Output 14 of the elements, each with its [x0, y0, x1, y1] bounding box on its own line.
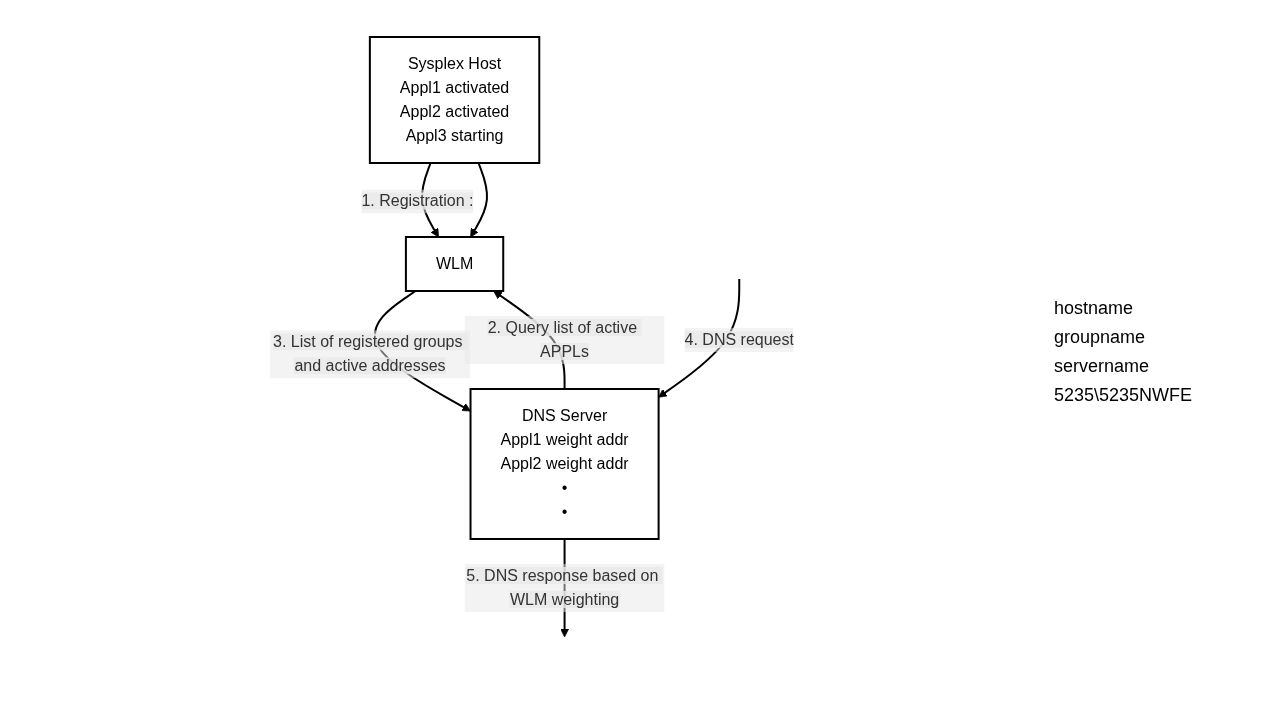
edge-label: 4. DNS request	[684, 330, 794, 348]
node-box: DNS Server Appl1 weight addr Appl2 weight addr • •	[469, 388, 660, 540]
edge-label: 2. Query list of active APPLs	[487, 318, 638, 360]
edge-label: 5. DNS response based on WLM weighting	[466, 566, 659, 608]
node-box: Sysplex Host Appl1 activated Appl2 activated Appl3 starting	[368, 36, 541, 164]
arrow	[658, 278, 741, 398]
note-text: servername	[1054, 356, 1151, 377]
note-text: hostname	[1054, 298, 1135, 319]
node-box: WLM	[404, 236, 505, 292]
note-text: groupname	[1054, 327, 1147, 348]
note-text: 5235\5235NWFE	[1054, 385, 1194, 406]
arrow	[470, 162, 489, 238]
edge-label: 1. Registration :	[361, 192, 474, 210]
edge-label: 3. List of registered groups and active addresses	[273, 333, 463, 375]
